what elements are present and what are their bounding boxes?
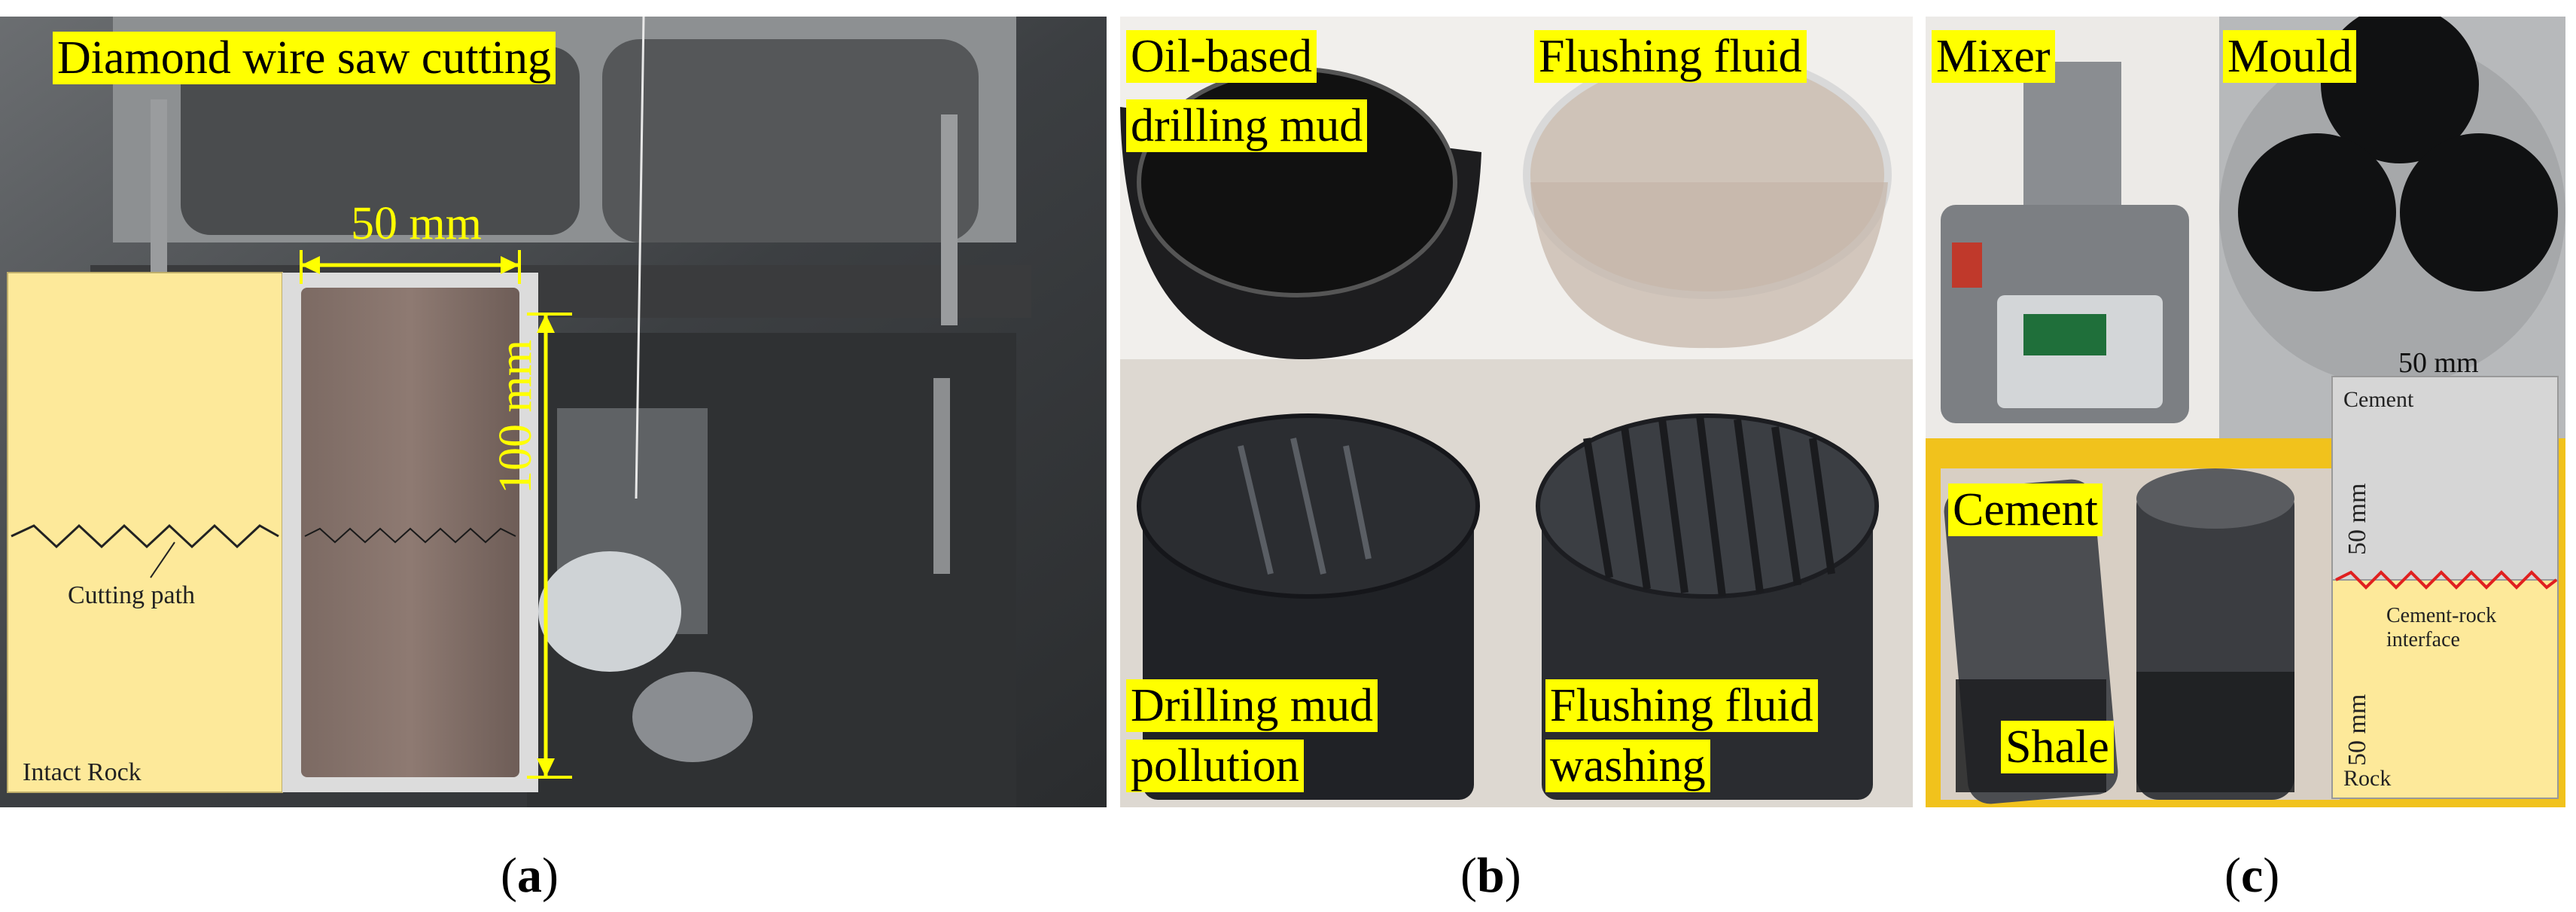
flushing-fluid-label: Flushing fluid bbox=[1534, 30, 1807, 83]
mould-size-label: 50 mm bbox=[2398, 347, 2479, 379]
panel-b-photo: Oil-based drilling mud Flushing fluid Dr… bbox=[1120, 17, 1913, 807]
shale-sample-label: Shale bbox=[2001, 721, 2114, 773]
inset-bottom-size-label: 50 mm bbox=[2343, 694, 2371, 766]
flushing-fluid-washing-label-line2: washing bbox=[1545, 740, 1710, 792]
drilling-mud-pollution-label-line1: Drilling mud bbox=[1126, 679, 1378, 732]
diamond-wire-saw-label: Diamond wire saw cutting bbox=[53, 32, 556, 84]
width-dimension-label: 50 mm bbox=[351, 198, 482, 249]
panel-a-photo: Diamond wire saw cutting 50 mm 100 mm Cu… bbox=[0, 17, 1107, 807]
mixer-label: Mixer bbox=[1932, 30, 2055, 83]
oil-based-mud-label-line2: drilling mud bbox=[1126, 99, 1368, 152]
mould-label: Mould bbox=[2223, 30, 2357, 83]
oil-based-mud-label-line1: Oil-based bbox=[1126, 30, 1317, 83]
panel-c-photo: Mixer Mould 50 mm Cement Shale Cement 50… bbox=[1926, 17, 2565, 807]
inset-top-size-label: 50 mm bbox=[2343, 483, 2371, 555]
inset-cement-label: Cement bbox=[2343, 387, 2414, 412]
inset-interface-label-line1: Cement-rock bbox=[2386, 604, 2497, 627]
caption-c: (c) bbox=[2224, 848, 2280, 903]
height-dimension-label: 100 mm bbox=[490, 340, 541, 494]
caption-a: (a) bbox=[501, 848, 559, 903]
intact-rock-label: Intact Rock bbox=[23, 758, 142, 786]
cement-rock-inset bbox=[2331, 376, 2559, 799]
saw-machine-photo bbox=[0, 17, 1107, 807]
intact-rock-inset bbox=[7, 250, 572, 793]
caption-b: (b) bbox=[1460, 848, 1521, 903]
inset-interface-label-line2: interface bbox=[2386, 628, 2460, 651]
drilling-mud-pollution-label-line2: pollution bbox=[1126, 740, 1304, 792]
cement-sample-label: Cement bbox=[1948, 483, 2103, 536]
inset-rock-label: Rock bbox=[2343, 766, 2392, 791]
cutting-path-label: Cutting path bbox=[68, 581, 196, 609]
flushing-fluid-washing-label-line1: Flushing fluid bbox=[1545, 679, 1818, 732]
